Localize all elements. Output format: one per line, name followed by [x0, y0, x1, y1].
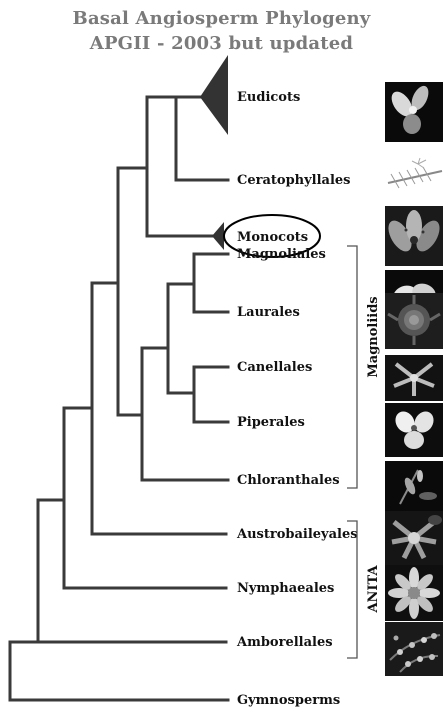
taxon-label-canellales: Canellales [237, 360, 312, 375]
austrobaileya-photo [385, 511, 443, 565]
taxon-label-nymphaeales: Nymphaeales [237, 581, 334, 596]
taxon-label-eudicots: Eudicots [237, 90, 300, 105]
taxon-label-piperales: Piperales [237, 415, 305, 430]
branch-amborellales [38, 500, 226, 642]
magnoliids-bracket-group: Magnoliids [347, 246, 381, 488]
branch-root [10, 642, 228, 700]
branch-nymphaeales [64, 408, 226, 588]
taxon-label-austrobaileyales: Austrobaileyales [236, 527, 358, 542]
lily-photo [384, 206, 443, 266]
taxon-label-ceratophyllales: Ceratophyllales [237, 173, 351, 188]
taxon-labels: Eudicots Ceratophyllales Monocots Magnol… [224, 90, 358, 708]
taxon-label-amborellales: Amborellales [236, 635, 333, 650]
piperales-flower-photo [385, 403, 443, 457]
branch-magnoliid-core [168, 284, 194, 393]
photo-column [384, 82, 443, 676]
amborella-photo [385, 622, 443, 676]
taxon-label-chloranthales: Chloranthales [237, 473, 340, 488]
taxon-label-magnoliales: Magnoliales [237, 247, 326, 262]
canellales-flower-photo [385, 355, 443, 401]
eudicots-clade-triangle [200, 55, 228, 135]
branch-magnoliales-laurales [194, 254, 228, 312]
tree-branches [10, 55, 228, 700]
taxon-label-gymnosperms: Gymnosperms [237, 693, 340, 708]
magnoliids-clade-label: Magnoliids [366, 296, 381, 377]
laurales-flower-photo [385, 293, 443, 349]
branch-austrobaileyales [92, 283, 226, 534]
branch-monocot-split [147, 97, 213, 236]
chloranthus-photo [385, 461, 443, 511]
branch-canellales-piperales [194, 367, 228, 422]
magnoliids-bracket [347, 246, 357, 488]
anita-clade-label: ANITA [366, 565, 381, 614]
ceratophyllum-photo [385, 158, 443, 194]
taxon-label-laurales: Laurales [237, 305, 300, 320]
eudicot-flower-photo [385, 82, 443, 142]
monocots-clade-triangle [212, 222, 224, 250]
water-lily-photo [385, 565, 443, 621]
taxon-label-monocots: Monocots [237, 230, 308, 245]
